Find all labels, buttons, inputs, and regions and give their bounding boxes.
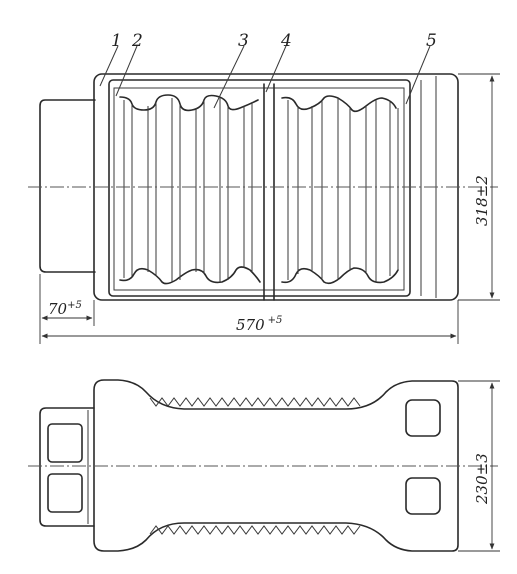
dim-handle-depth: 70+5: [48, 300, 82, 318]
right-slot-lower: [405, 477, 441, 515]
dim-height-top: 318±2: [473, 175, 491, 226]
inner-frame: [108, 79, 411, 297]
dim-width-bottom: 230±3: [473, 453, 491, 505]
fin-waves-top: [119, 94, 397, 113]
central-separator: [263, 83, 275, 301]
callout-5: 5: [426, 31, 437, 51]
callout-3: 3: [238, 31, 249, 51]
fin-pack-vertical: [123, 98, 399, 282]
dimensions-top: 318±2 70+5 570+5: [39, 73, 500, 344]
fin-teeth-top: [149, 397, 361, 407]
right-slot-upper: [405, 399, 441, 437]
body-outline-bottom: [93, 379, 459, 552]
side-handle-bottom: [39, 407, 95, 527]
fin-waves-bottom: [119, 266, 399, 285]
fin-teeth-bottom: [149, 525, 361, 535]
handle-slot-upper: [47, 423, 83, 463]
callouts: 1 2 3 4 5: [99, 31, 437, 109]
top-view: [28, 73, 498, 301]
bottom-view: 230±3: [28, 379, 500, 552]
callout-1: 1: [111, 31, 122, 51]
dim-overall-length: 570+5: [236, 315, 282, 334]
callout-4: 4: [280, 31, 292, 51]
callout-2: 2: [131, 31, 143, 51]
side-handle-top: [39, 99, 96, 273]
core-outline: [113, 87, 405, 291]
handle-slot-lower: [47, 473, 83, 513]
